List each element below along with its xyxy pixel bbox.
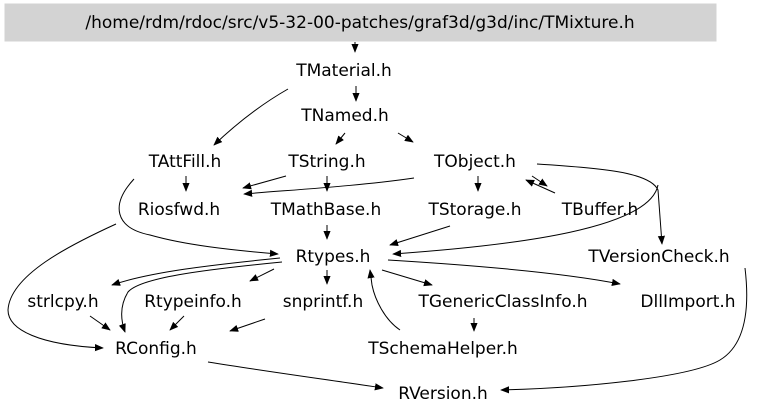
node-label: TObject.h (433, 152, 516, 172)
edge-rtypes-rtypeinfo (249, 268, 275, 282)
node-label: snprintf.h (283, 292, 364, 312)
node-tnamed[interactable]: TNamed.h (300, 106, 389, 126)
node-label: RConfig.h (115, 339, 197, 359)
node-label: TStorage.h (427, 200, 521, 220)
edge-tattfill-rtypes (118, 178, 279, 257)
node-snprintf[interactable]: snprintf.h (283, 292, 364, 312)
node-tstorage[interactable]: TStorage.h (427, 200, 521, 220)
edge-tattfill-rconfig (7, 223, 117, 352)
node-label: TSchemaHelper.h (367, 339, 518, 359)
node-label: Rtypes.h (296, 247, 371, 267)
node-label: DllImport.h (640, 292, 735, 312)
edge-strlcpy-rconfig (89, 315, 111, 331)
node-tattfill[interactable]: TAttFill.h (148, 152, 222, 172)
edge-rtypes-rconfig (118, 261, 283, 333)
node-rtypes[interactable]: Rtypes.h (296, 247, 371, 267)
node-label: strlcpy.h (27, 292, 98, 312)
edge-tobject-tbuffer (531, 175, 548, 187)
edge-rtypes-tgenericclassinfo (381, 269, 433, 287)
node-label: Rtypeinfo.h (144, 292, 242, 312)
node-label: TGenericClassInfo.h (417, 292, 587, 312)
edge-rtypeinfo-rconfig (169, 315, 185, 331)
edge-tobject-riosfwd (243, 177, 415, 197)
edge-tmaterial-tattfill (213, 88, 289, 146)
node-tobject[interactable]: TObject.h (433, 152, 516, 172)
edge-tschemahelper-rtypes (367, 269, 401, 331)
node-label: TVersionCheck.h (587, 247, 729, 267)
edge-tobject-rtypes (392, 184, 659, 258)
node-rconfig[interactable]: RConfig.h (115, 339, 197, 359)
node-label: Riosfwd.h (138, 200, 220, 220)
node-tschemahelper[interactable]: TSchemaHelper.h (367, 339, 518, 359)
edge-rtypes-strlcpy (111, 257, 281, 286)
edge-tstring-riosfwd (242, 175, 287, 190)
node-label: /home/rdm/rdoc/src/v5-32-00-patches/graf… (85, 13, 634, 33)
node-rversion[interactable]: RVersion.h (398, 384, 488, 404)
node-tgenericclassinfo[interactable]: TGenericClassInfo.h (417, 292, 587, 312)
edge-tobject-tversioncheck (536, 163, 665, 245)
edge-tversioncheck-rversion (500, 267, 748, 394)
node-label: TString.h (287, 152, 365, 172)
node-rtypeinfo[interactable]: Rtypeinfo.h (144, 292, 242, 312)
node-label: TMaterial.h (295, 61, 392, 81)
node-riosfwd[interactable]: Riosfwd.h (138, 200, 220, 220)
node-tbuffer[interactable]: TBuffer.h (561, 200, 639, 220)
edge-tstorage-rtypes (389, 225, 451, 246)
node-label: TAttFill.h (148, 152, 222, 172)
node-label: RVersion.h (398, 384, 488, 404)
edges (7, 42, 748, 394)
node-label: TMathBase.h (270, 200, 381, 220)
node-tmaterial[interactable]: TMaterial.h (295, 61, 392, 81)
node-dllimport[interactable]: DllImport.h (640, 292, 735, 312)
node-tmathbase[interactable]: TMathBase.h (270, 200, 381, 220)
edge-tnamed-tstring (335, 132, 346, 145)
node-strlcpy[interactable]: strlcpy.h (27, 292, 98, 312)
node-label: TNamed.h (300, 106, 389, 126)
node-label: TBuffer.h (561, 200, 639, 220)
edge-rconfig-rversion (207, 361, 384, 391)
edge-rtypes-dllimport (387, 259, 621, 286)
root-node-box (4, 3, 717, 42)
node-tmixture[interactable]: /home/rdm/rdoc/src/v5-32-00-patches/graf… (4, 3, 717, 42)
edge-tnamed-tobject (397, 132, 414, 143)
edge-snprintf-rconfig (229, 318, 266, 332)
node-tversioncheck[interactable]: TVersionCheck.h (587, 247, 729, 267)
edge-tbuffer-tobject (525, 179, 556, 194)
node-tstring[interactable]: TString.h (287, 152, 365, 172)
